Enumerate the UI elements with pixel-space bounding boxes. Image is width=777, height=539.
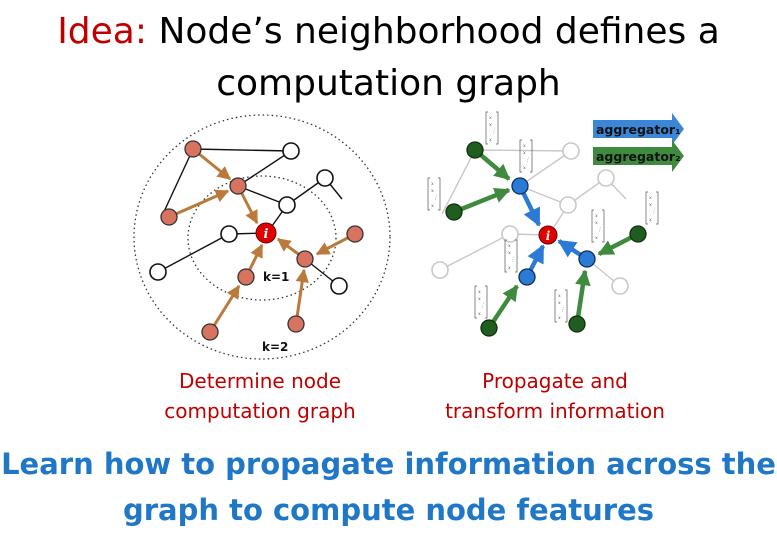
svg-text:x: x xyxy=(595,235,598,241)
k1-boundary-circle xyxy=(187,175,337,301)
title-line-2: computation graph xyxy=(216,63,561,104)
feature-vector: xx⋮x xyxy=(645,191,659,225)
feature-vector: xx⋮x xyxy=(427,177,441,211)
svg-text:x: x xyxy=(431,203,434,209)
svg-text:x: x xyxy=(489,137,492,143)
legend-aggregator-1: aggregator₁ xyxy=(593,113,684,145)
left-caption-line2: computation graph xyxy=(164,399,356,423)
svg-text:x: x xyxy=(523,150,526,156)
svg-text:x: x xyxy=(558,315,561,321)
feature-vector: xx⋮x xyxy=(485,111,499,145)
right-center-node xyxy=(538,225,558,245)
title-line1-text: Node’s neighborhood defines a xyxy=(147,11,720,52)
feature-vector: xx⋮x xyxy=(554,289,568,323)
left-center-node xyxy=(255,222,277,244)
right-caption-line1: Propagate and xyxy=(482,369,628,393)
right-caption: Propagate and transform information xyxy=(420,366,690,426)
svg-text:x: x xyxy=(431,188,434,194)
aggregator-2-label: aggregator₂ xyxy=(596,149,681,164)
right-gray-nodes xyxy=(431,142,629,295)
svg-text:⋮: ⋮ xyxy=(491,129,496,135)
left-center-label: i xyxy=(264,227,269,242)
feature-vector: xx⋮x xyxy=(474,285,488,319)
left-diagram: i k=1 k=2 xyxy=(133,114,391,360)
svg-text:⋮: ⋮ xyxy=(560,307,565,313)
svg-text:x: x xyxy=(649,202,652,208)
svg-text:x: x xyxy=(558,293,561,299)
legend-aggregator-2: aggregator₂ xyxy=(593,140,684,172)
svg-text:x: x xyxy=(508,250,511,256)
aggregator-1-arrow xyxy=(593,113,684,145)
svg-text:x: x xyxy=(508,243,511,249)
svg-text:⋮: ⋮ xyxy=(510,257,515,263)
left-caption: Determine node computation graph xyxy=(130,366,390,426)
title-line-1: Idea: Node’s neighborhood defines a xyxy=(0,14,777,50)
svg-text:x: x xyxy=(523,165,526,171)
svg-text:⋮: ⋮ xyxy=(651,209,656,215)
right-diagram: i xx⋮x xx⋮x xx⋮x xx⋮x xx⋮x xyxy=(427,111,684,337)
svg-text:x: x xyxy=(649,195,652,201)
svg-text:⋮: ⋮ xyxy=(597,227,602,233)
feature-vector: xx⋮x xyxy=(504,239,518,273)
svg-text:x: x xyxy=(523,143,526,149)
svg-text:x: x xyxy=(489,115,492,121)
k2-label: k=2 xyxy=(262,340,288,354)
k2-boundary-circle xyxy=(133,114,391,360)
aggregator-2-arrow xyxy=(593,140,684,172)
right-caption-line2: transform information xyxy=(445,399,665,423)
title-lead: Idea: xyxy=(57,11,147,52)
svg-text:x: x xyxy=(595,213,598,219)
right-center-label: i xyxy=(546,229,551,243)
feature-vector: xx⋮x xyxy=(519,139,533,173)
bottom-message-line-1: Learn how to propagate information acros… xyxy=(1,447,776,481)
left-white-nodes xyxy=(149,142,348,295)
svg-text:x: x xyxy=(649,217,652,223)
left-orange-nodes xyxy=(160,140,364,341)
left-caption-line1: Determine node xyxy=(178,369,341,393)
feature-vector: xx⋮x xyxy=(591,209,605,243)
svg-text:x: x xyxy=(478,296,481,302)
svg-text:x: x xyxy=(595,220,598,226)
svg-text:⋮: ⋮ xyxy=(525,157,530,163)
svg-text:x: x xyxy=(508,265,511,271)
svg-text:x: x xyxy=(478,311,481,317)
svg-text:⋮: ⋮ xyxy=(433,195,438,201)
aggregator-1-label: aggregator₁ xyxy=(596,122,681,137)
bottom-message-line-2: graph to compute node features xyxy=(122,493,655,527)
left-plain-edges xyxy=(157,148,343,287)
feature-vectors: xx⋮x xx⋮x xx⋮x xx⋮x xx⋮x xx⋮x xyxy=(427,111,659,323)
k1-label: k=1 xyxy=(263,270,289,284)
svg-text:⋮: ⋮ xyxy=(480,303,485,309)
right-green-nodes xyxy=(445,141,647,337)
right-blue-nodes xyxy=(511,177,596,286)
svg-text:x: x xyxy=(489,122,492,128)
svg-text:x: x xyxy=(478,289,481,295)
svg-text:x: x xyxy=(558,300,561,306)
svg-text:x: x xyxy=(431,181,434,187)
